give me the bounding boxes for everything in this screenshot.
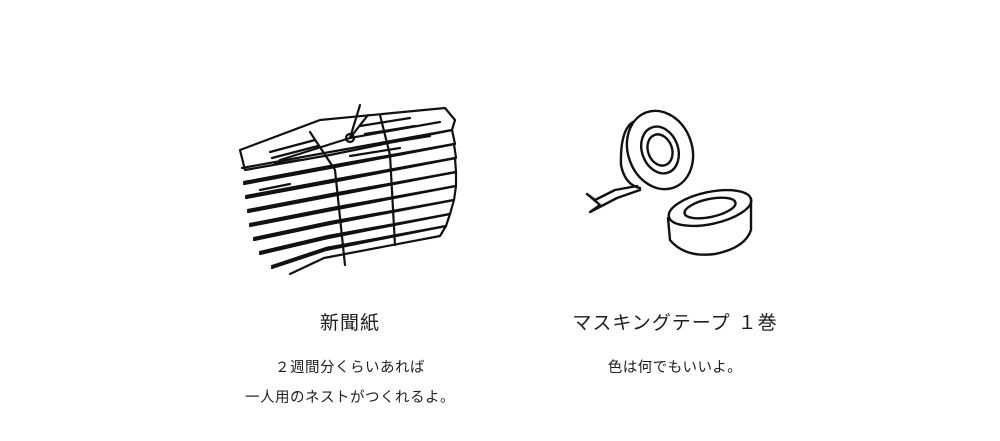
newspaper-stack-icon [238,103,458,276]
description-line: 色は何でもいいよ。 [607,360,743,376]
item-title: 新聞紙 [319,312,380,334]
description-line: 一人用のネストがつくれるよ。 [245,390,455,406]
description-line: ２週間分くらいあれば [275,360,425,376]
item-description: 色は何でもいいよ。 [525,353,825,383]
newspaper-item: 新聞紙 ２週間分くらいあれば 一人用のネストがつくれるよ。 [200,0,500,441]
item-title: マスキングテープ １巻 [572,312,778,334]
masking-tape-item: マスキングテープ １巻 色は何でもいいよ。 [525,0,825,441]
masking-tape-icon [585,109,753,256]
item-description: ２週間分くらいあれば 一人用のネストがつくれるよ。 [200,353,500,413]
